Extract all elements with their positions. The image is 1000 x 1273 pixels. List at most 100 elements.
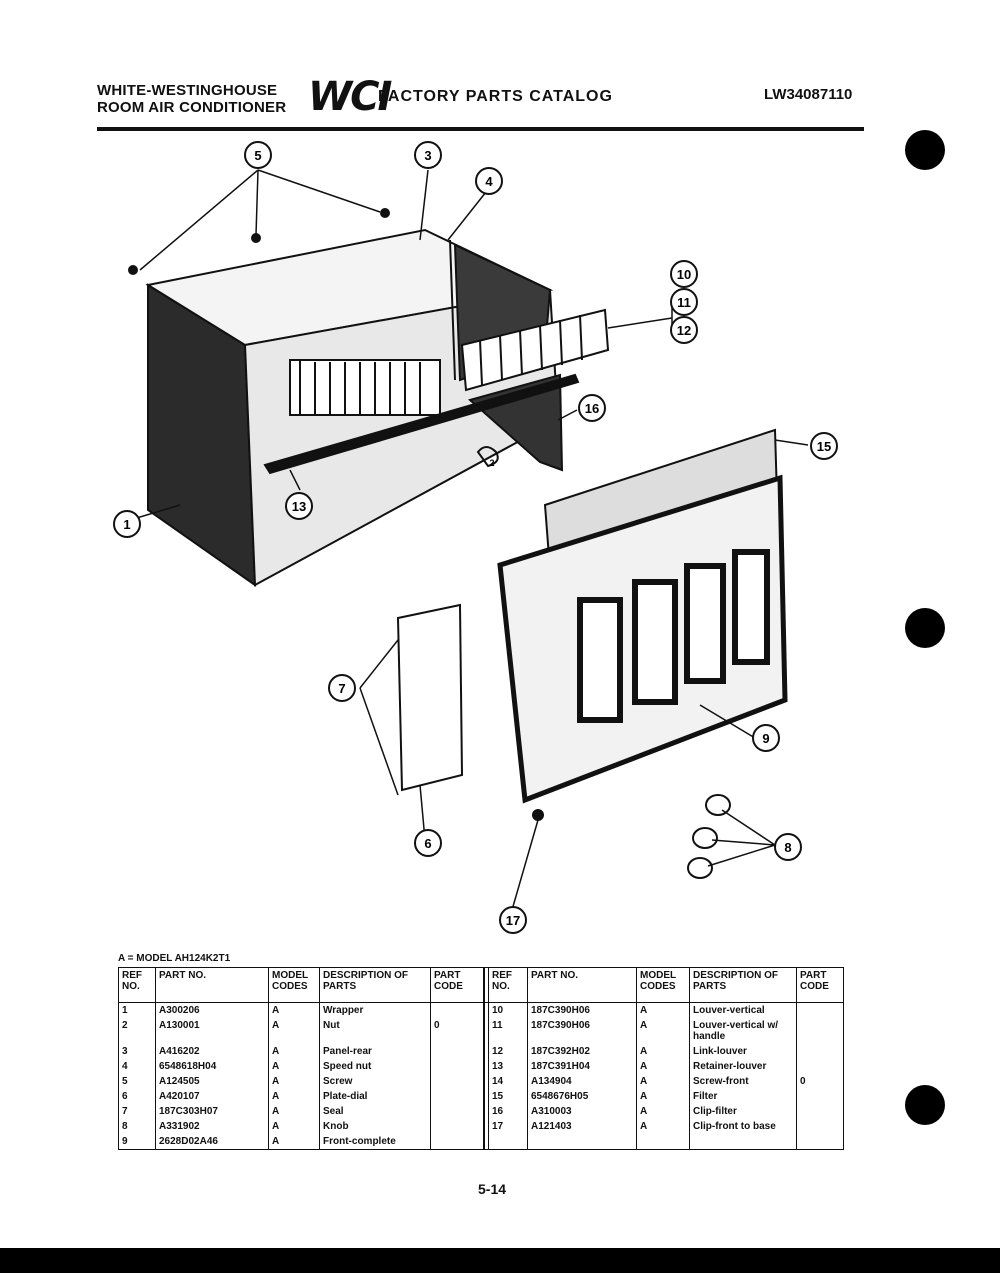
cell-part-right: A310003 xyxy=(527,1104,637,1119)
callout-1: 1 xyxy=(113,510,141,538)
screw-part-b xyxy=(251,233,261,243)
cell-desc-left: Seal xyxy=(319,1104,431,1119)
callout-15: 15 xyxy=(810,432,838,460)
cell-part-right: 187C392H02 xyxy=(527,1044,637,1059)
callout-5: 5 xyxy=(244,141,272,169)
cell-part-right: 187C390H06 xyxy=(527,1018,637,1044)
louver-retainer xyxy=(263,373,580,475)
cell-code-right xyxy=(796,1059,844,1074)
callout-9-text: 9 xyxy=(762,731,769,746)
brand-line-2: ROOM AIR CONDITIONER xyxy=(97,99,287,116)
parts-table-header: REF NO. PART NO. MODEL CODES DESCRIPTION… xyxy=(118,967,844,1003)
front-grille-3 xyxy=(684,563,726,684)
header-brand: WHITE-WESTINGHOUSE ROOM AIR CONDITIONER xyxy=(97,82,286,116)
cell-model-left: A xyxy=(268,1134,320,1150)
callout-3-text: 3 xyxy=(424,148,431,163)
callout-10: 10 xyxy=(670,260,698,288)
cell-part-left: 6548618H04 xyxy=(155,1059,269,1074)
cell-code-left xyxy=(430,1119,485,1134)
cell-part-left: A420107 xyxy=(155,1089,269,1104)
col-code-left: PART CODE xyxy=(430,967,485,1003)
wrapper-divider xyxy=(449,239,456,381)
cell-ref-left: 9 xyxy=(118,1134,156,1150)
header-rule xyxy=(97,127,864,131)
callout-16: 16 xyxy=(578,394,606,422)
cell-model-left: A xyxy=(268,1018,320,1044)
cell-part-right: 6548676H05 xyxy=(527,1089,637,1104)
cell-model-right: A xyxy=(636,1044,690,1059)
cell-code-left xyxy=(430,1074,485,1089)
callout-6: 6 xyxy=(414,829,442,857)
cell-part-left: 187C303H07 xyxy=(155,1104,269,1119)
cell-model-right: A xyxy=(636,1059,690,1074)
cell-model-right: A xyxy=(636,1002,690,1018)
cell-ref-left: 1 xyxy=(118,1002,156,1018)
louver-assembly-left xyxy=(289,359,441,416)
callout-labels: 5 3 4 10 11 12 16 15 13 1 7 9 6 8 17 2 xyxy=(113,141,838,934)
cell-model-left: A xyxy=(268,1044,320,1059)
col-model-left: MODEL CODES xyxy=(268,967,320,1003)
callout-4: 4 xyxy=(475,167,503,195)
cell-ref-left: 2 xyxy=(118,1018,156,1044)
cell-desc-right: Louver-vertical w/ handle xyxy=(689,1018,797,1044)
cell-part-right xyxy=(527,1134,637,1150)
cell-part-right: A121403 xyxy=(527,1119,637,1134)
cell-code-right xyxy=(796,1018,844,1044)
cell-ref-left: 6 xyxy=(118,1089,156,1104)
col-desc-right: DESCRIPTION OF PARTS xyxy=(689,967,797,1003)
parts-table: REF NO. PART NO. MODEL CODES DESCRIPTION… xyxy=(118,967,844,1150)
cell-part-right: 187C391H04 xyxy=(527,1059,637,1074)
col-desc-left: DESCRIPTION OF PARTS xyxy=(319,967,431,1003)
callout-8: 8 xyxy=(774,833,802,861)
punch-hole-middle xyxy=(905,608,945,648)
cell-part-left: A416202 xyxy=(155,1044,269,1059)
callout-11: 11 xyxy=(670,288,698,316)
clip-filter-part xyxy=(476,446,499,468)
cell-part-right: 187C390H06 xyxy=(527,1002,637,1018)
col-part-left: PART NO. xyxy=(155,967,269,1003)
front-grille-2 xyxy=(632,579,678,705)
catalog-title: FACTORY PARTS CATALOG xyxy=(378,88,613,105)
callout-4-text: 4 xyxy=(485,174,493,189)
punch-hole-top xyxy=(905,130,945,170)
cell-part-left: A300206 xyxy=(155,1002,269,1018)
callout-6-text: 6 xyxy=(424,836,431,851)
catalog-number: LW34087110 xyxy=(764,86,853,103)
cell-part-left: A331902 xyxy=(155,1119,269,1134)
cell-code-left xyxy=(430,1104,485,1119)
cell-desc-left: Wrapper xyxy=(319,1002,431,1018)
cell-code-left xyxy=(430,1002,485,1018)
cell-desc-left: Speed nut xyxy=(319,1059,431,1074)
cell-desc-left: Screw xyxy=(319,1074,431,1089)
cell-ref-left: 4 xyxy=(118,1059,156,1074)
cell-model-right: A xyxy=(636,1089,690,1104)
cell-code-left xyxy=(430,1044,485,1059)
screw-front-part xyxy=(532,809,544,821)
wci-logo: WCI xyxy=(308,74,392,120)
cell-ref-left: 5 xyxy=(118,1074,156,1089)
callout-16-text: 16 xyxy=(585,401,599,416)
cell-model-left: A xyxy=(268,1089,320,1104)
exploded-parts-diagram: 5 3 4 10 11 12 16 15 13 1 7 9 6 8 17 2 xyxy=(113,141,838,934)
callout-11-text: 11 xyxy=(677,295,691,310)
plate-dial-part xyxy=(396,603,464,792)
cell-desc-right xyxy=(689,1134,797,1150)
cell-part-left: 2628D02A46 xyxy=(155,1134,269,1150)
callout-3: 3 xyxy=(414,141,442,169)
cell-model-left: A xyxy=(268,1074,320,1089)
callout-8-text: 8 xyxy=(784,840,791,855)
cell-code-right xyxy=(796,1002,844,1018)
callout-17: 17 xyxy=(499,906,527,934)
front-grille-4 xyxy=(732,549,770,665)
callout-12-text: 12 xyxy=(677,323,691,338)
col-ref-right: REF NO. xyxy=(488,967,528,1003)
model-code-line: A = MODEL AH124K2T1 xyxy=(118,953,231,964)
